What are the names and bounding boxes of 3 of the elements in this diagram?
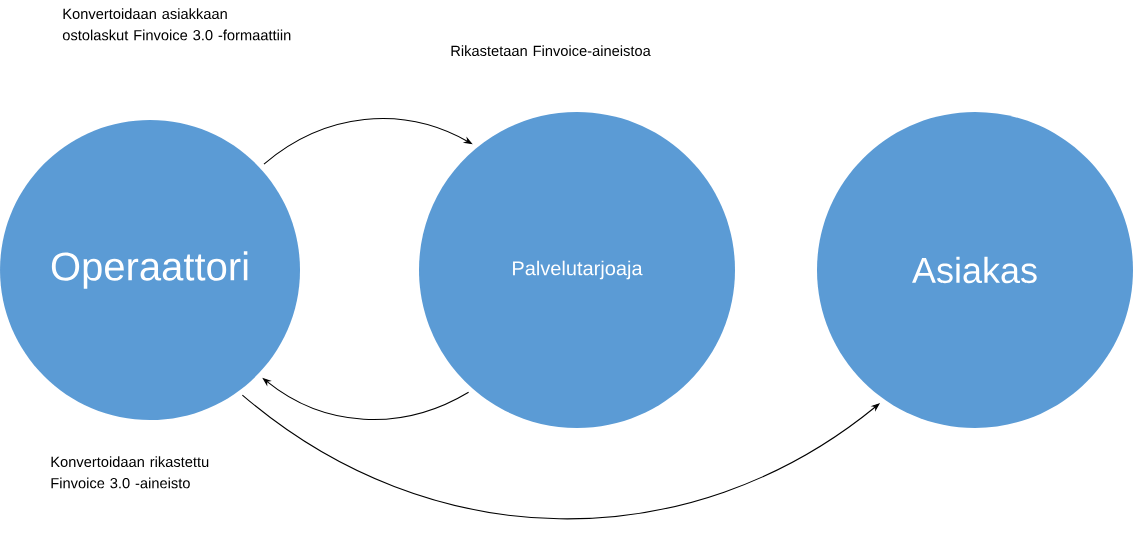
note-text: Konvertoidaan rikastettu Finvoice 3.0 -aineisto <box>51 456 209 489</box>
note-text: Konvertoidaan asiakkaan ostolaskut Finvoice 3.0 -formaattiin <box>62 8 291 41</box>
note-text: Rikastetaan Finvoice-aineistoa <box>451 45 651 57</box>
